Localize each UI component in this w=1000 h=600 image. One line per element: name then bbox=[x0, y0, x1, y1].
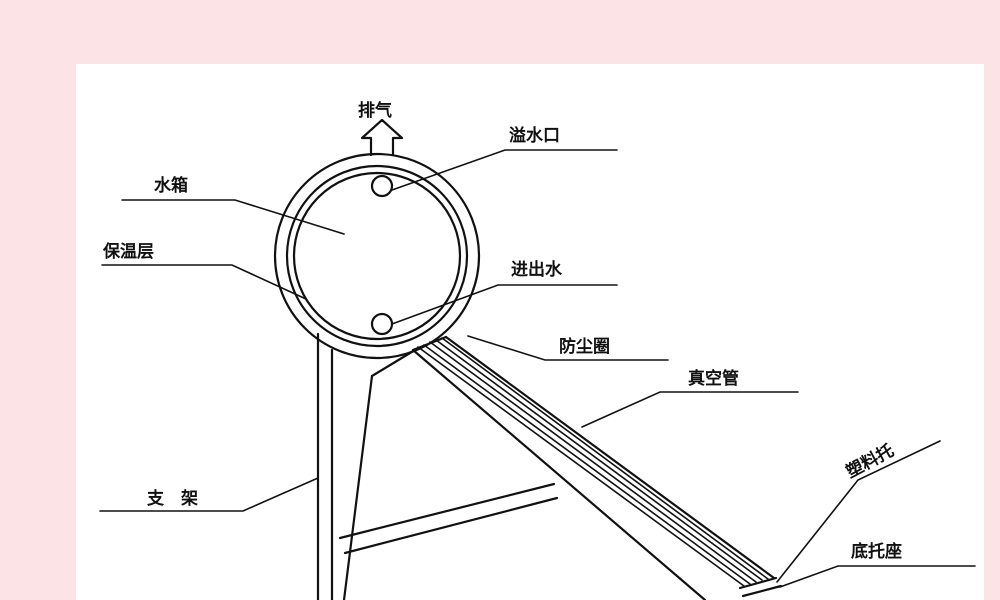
water-tank bbox=[273, 152, 481, 360]
label-insulation: 保温层 bbox=[102, 241, 154, 262]
label-inlet-outlet: 进出水 bbox=[511, 259, 563, 280]
label-dust-ring: 防尘圈 bbox=[559, 336, 610, 357]
leader-lines bbox=[99, 149, 976, 588]
label-exhaust: 排气 bbox=[358, 100, 392, 121]
label-base-holder: 底托座 bbox=[851, 541, 902, 562]
support-bracket bbox=[316, 332, 559, 600]
label-overflow: 溢水口 bbox=[509, 125, 560, 146]
vacuum-tube-bundle bbox=[411, 335, 783, 600]
label-vacuum-tube: 真空管 bbox=[688, 368, 739, 389]
label-bracket: 支 架 bbox=[147, 488, 198, 509]
exhaust-arrow-icon bbox=[360, 118, 404, 157]
label-tank: 水箱 bbox=[154, 175, 188, 196]
overflow-port bbox=[370, 174, 394, 198]
